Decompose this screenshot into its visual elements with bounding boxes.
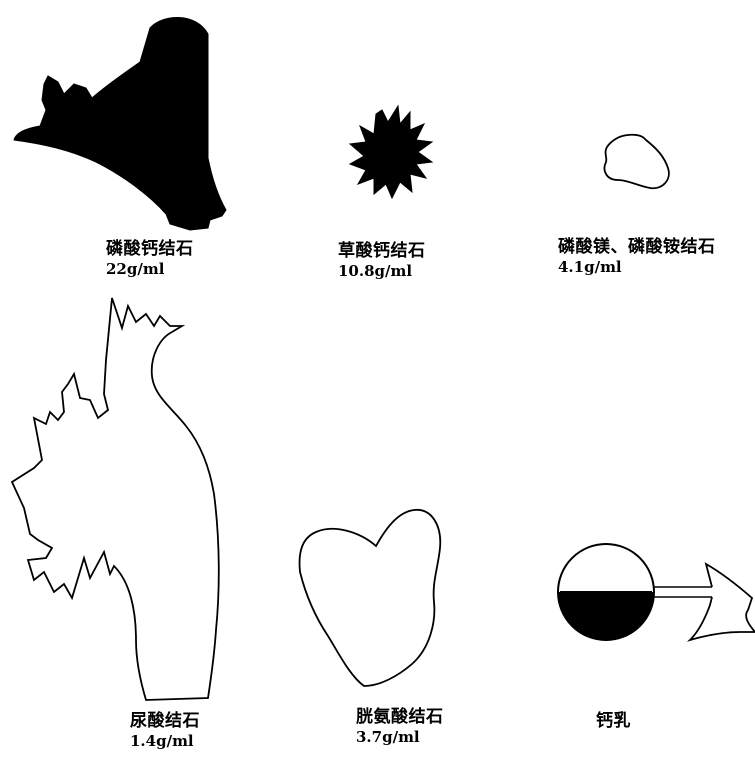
smooth-cystine-stone-icon <box>298 509 442 687</box>
stone-density: 1.4g/ml <box>130 732 194 751</box>
stone-name: 胱氨酸结石 <box>356 707 444 727</box>
spiky-calcium-oxalate-stone-icon <box>348 104 434 200</box>
staghorn-calcium-phosphate-stone-icon <box>13 16 227 231</box>
milk-of-calcium-cyst-icon <box>557 543 755 642</box>
stone-density: 4.1g/ml <box>558 258 622 277</box>
stone-name: 磷酸镁、磷酸铵结石 <box>558 237 716 257</box>
stone-caption: 尿酸结石 1.4g/ml <box>130 711 200 751</box>
stone-caption: 草酸钙结石 10.8g/ml <box>338 241 426 281</box>
stone-name: 钙乳 <box>596 711 631 731</box>
stone-caption: 胱氨酸结石 3.7g/ml <box>356 707 444 747</box>
stone-name: 磷酸钙结石 <box>106 239 194 259</box>
small-struvite-stone-icon <box>603 133 670 190</box>
stone-caption: 钙乳 <box>596 711 631 732</box>
stone-caption: 磷酸镁、磷酸铵结石 4.1g/ml <box>558 237 716 277</box>
stone-density: 10.8g/ml <box>338 262 413 281</box>
stone-caption: 磷酸钙结石 22g/ml <box>106 239 194 279</box>
stone-density: 22g/ml <box>106 260 165 279</box>
stone-name: 尿酸结石 <box>130 711 200 731</box>
stone-density: 3.7g/ml <box>356 728 420 747</box>
branched-uric-acid-stone-icon <box>10 297 220 701</box>
stone-name: 草酸钙结石 <box>338 241 426 261</box>
